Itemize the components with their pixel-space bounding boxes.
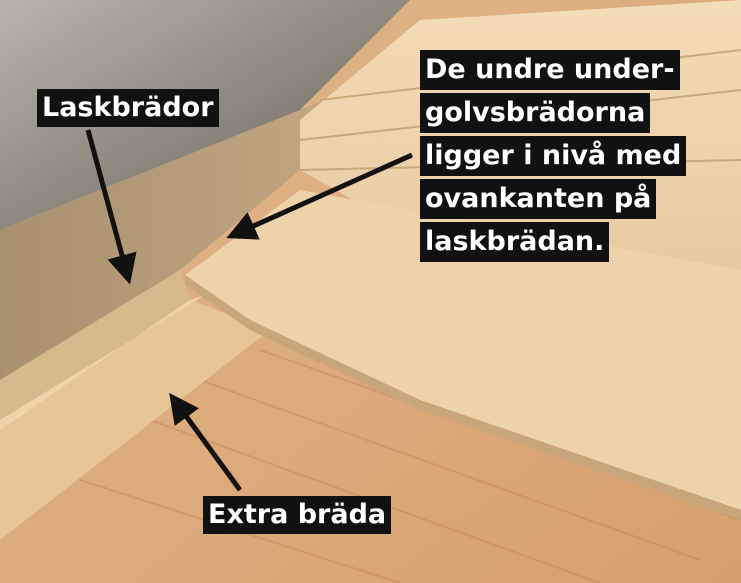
label-line: laskbrädan. [420, 222, 610, 262]
label-line: golvsbrädorna [420, 93, 651, 133]
extra-board [0, 300, 270, 540]
subfloor-board-edge [185, 275, 741, 520]
subfloor-board [185, 190, 741, 510]
label-line: ligger i nivå med [420, 136, 687, 176]
label-extra-brada: Extra bräda [203, 496, 392, 534]
arrow-extra-brada [169, 392, 243, 492]
label-line: De undre under- [420, 50, 680, 90]
label-laskbrador: Laskbrädor [37, 89, 219, 127]
arrow-undergolv [226, 152, 414, 240]
label-line: ovankanten på [420, 179, 657, 219]
lask-board-front [0, 270, 190, 430]
arrow-laskbrador [85, 129, 137, 285]
label-undergolv-block: De undre under- golvsbrädorna ligger i n… [420, 50, 687, 265]
